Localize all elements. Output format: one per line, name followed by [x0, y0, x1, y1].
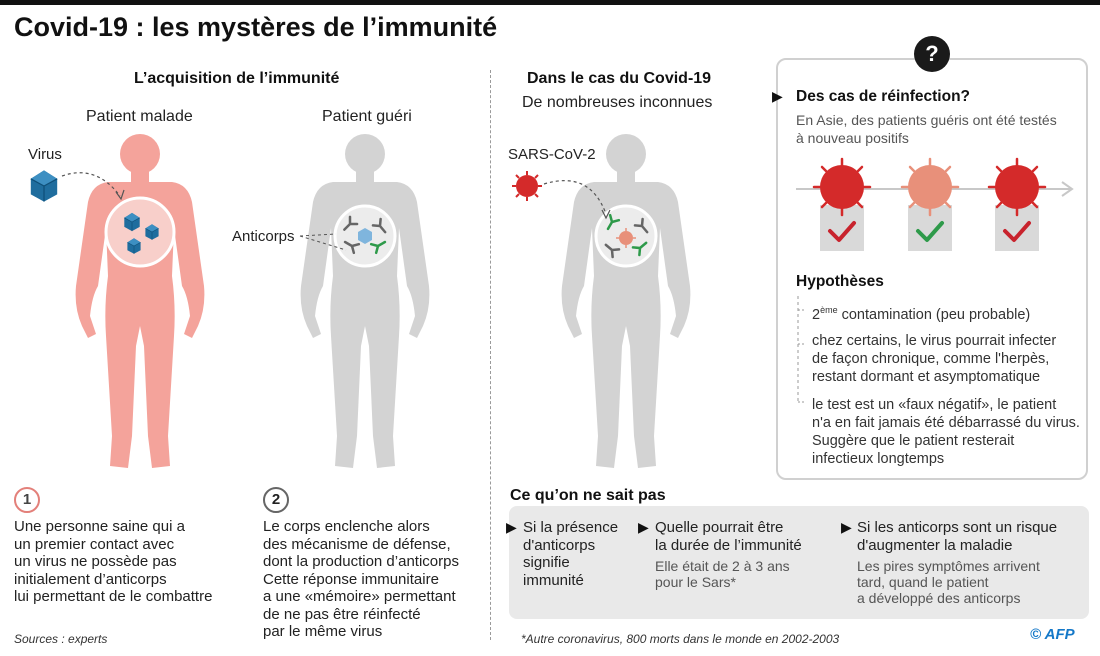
- page-title: Covid-19 : les mystères de l’immunité: [14, 12, 498, 42]
- unknown-item-3-note: Les pires symptômes arrivent tard, quand…: [857, 558, 1040, 606]
- footnote: *Autre coronavirus, 800 morts dans le mo…: [521, 632, 840, 646]
- question-badge: ?: [914, 36, 950, 72]
- check-red-icon: [1003, 221, 1031, 242]
- positive-test-virus-icon: [812, 157, 872, 217]
- covid-figure: [512, 134, 691, 468]
- sars-label: SARS-CoV-2: [508, 146, 596, 163]
- virus-icon: [30, 169, 58, 203]
- check-red-icon: [828, 221, 856, 242]
- check-green-icon: [916, 221, 944, 242]
- reinfection-panel: [776, 58, 1088, 480]
- infection-arrow: [61, 172, 121, 197]
- unknown-item-3: Si les anticorps sont un risque d'augmen…: [857, 519, 1058, 554]
- virus-label: Virus: [28, 146, 62, 163]
- covid-virus-in-body-icon: [616, 228, 636, 248]
- step-2-badge: 2: [263, 487, 289, 513]
- patient-sick-label: Patient malade: [86, 108, 193, 125]
- sick-chest-circle: [104, 196, 176, 268]
- negative-test-virus-icon: [900, 157, 960, 217]
- bullet-triangle-icon: ▶: [841, 519, 852, 535]
- left-heading: L’acquisition de l’immunité: [134, 70, 340, 87]
- hypothesis-3: le test est un «faux négatif», le patien…: [812, 397, 1080, 467]
- covid-heading: Dans le cas du Covid-19: [527, 70, 712, 87]
- reinfection-timeline: [796, 157, 1074, 251]
- bullet-triangle-icon: ▶: [772, 88, 783, 104]
- hypothesis-1: 2ème contamination (peu probable): [812, 305, 1031, 323]
- unknown-item-1: Si la présence d'anticorps signifie immu…: [523, 519, 619, 589]
- unknowns-box: [509, 506, 1089, 619]
- step-2-text: Le corps enclenche alors des mécanisme d…: [263, 518, 459, 640]
- top-rule: [0, 0, 1100, 5]
- unknown-item-2: Quelle pourrait être la durée de l’immun…: [655, 519, 802, 554]
- covid-subheading: De nombreuses inconnues: [522, 94, 713, 111]
- sars-virus-icon: [512, 171, 542, 201]
- afp-credit-logo: © AFP: [1030, 626, 1075, 643]
- step-1-text: Une personne saine qui a un premier cont…: [14, 518, 213, 605]
- section-divider: [490, 70, 491, 640]
- positive-again-virus-icon: [987, 157, 1047, 217]
- antibody-label: Anticorps: [232, 228, 295, 245]
- hypothesis-2: chez certains, le virus pourrait infecte…: [812, 333, 1057, 385]
- step-1-badge: 1: [14, 487, 40, 513]
- left-figures: [30, 134, 430, 468]
- hypotheses-title: Hypothèses: [796, 273, 884, 290]
- bullet-triangle-icon: ▶: [638, 519, 649, 535]
- reinfection-title: Des cas de réinfection?: [796, 88, 971, 105]
- sick-body: [75, 134, 205, 468]
- reinfection-text: En Asie, des patients guéris ont été tes…: [796, 112, 1057, 146]
- patient-cured-label: Patient guéri: [322, 108, 412, 125]
- sources-note: Sources : experts: [14, 632, 108, 646]
- bullet-triangle-icon: ▶: [506, 519, 517, 535]
- neutralized-virus-icon: [358, 228, 372, 244]
- unknown-item-2-note: Elle était de 2 à 3 ans pour le Sars*: [655, 558, 790, 590]
- cured-body: [300, 134, 430, 468]
- hypotheses-connector: [797, 296, 806, 404]
- unknowns-title: Ce qu’on ne sait pas: [510, 487, 666, 504]
